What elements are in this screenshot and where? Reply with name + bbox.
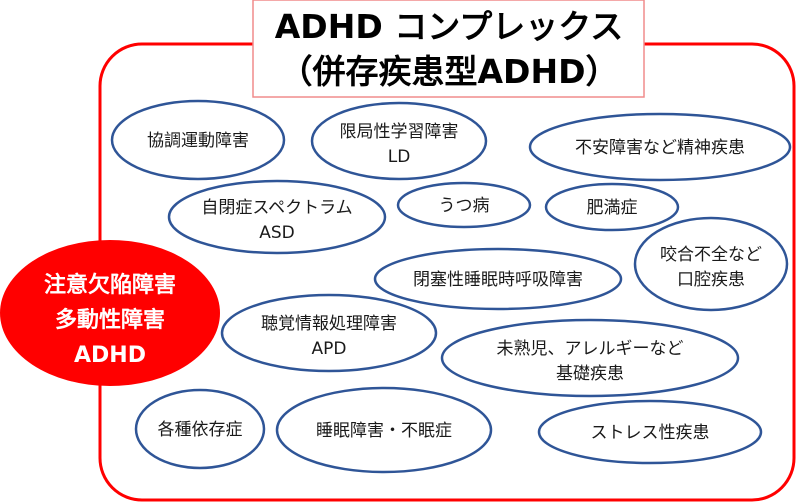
condition-label: 睡眠障害・不眠症: [316, 421, 452, 441]
core-line2: 多動性障害: [55, 307, 165, 333]
condition-label: 協調運動障害: [147, 131, 249, 151]
condition-ellipse: 自閉症スペクトラム ASD: [167, 179, 387, 255]
condition-ellipse: うつ病: [396, 181, 532, 229]
condition-label: うつ病: [439, 196, 490, 216]
condition-label: 聴覚情報処理障害: [261, 314, 397, 334]
condition-ellipse: 聴覚情報処理障害 APD: [220, 293, 438, 373]
ellipse-shape: [167, 179, 387, 255]
ellipse-shape: [110, 99, 286, 181]
condition-sublabel: 基礎疾患: [556, 364, 624, 384]
condition-ellipse: 不安障害など精神疾患: [528, 112, 792, 182]
condition-ellipse: 各種依存症: [134, 388, 266, 470]
condition-label: 限局性学習障害: [340, 122, 459, 142]
condition-ellipse: ストレス性疾患: [537, 399, 763, 465]
condition-ellipse: 睡眠障害・不眠症: [275, 386, 493, 474]
title-box: ADHD コンプレックス （併存疾患型ADHD）: [252, 0, 645, 98]
condition-ellipse: 肥満症: [544, 182, 680, 232]
condition-label: 肥満症: [587, 198, 638, 218]
condition-label: 各種依存症: [158, 420, 243, 440]
condition-label: 不安障害など精神疾患: [575, 138, 745, 158]
ellipse-shape: [537, 399, 763, 465]
condition-sublabel: APD: [312, 339, 347, 359]
adhd-core-circle: 注意欠陥障害 多動性障害 ADHD: [0, 240, 220, 386]
condition-label: 未熟児、アレルギーなど: [497, 338, 684, 359]
condition-label: 自閉症スペクトラム: [201, 198, 352, 218]
ellipse-shape: [220, 293, 438, 373]
condition-ellipse: 限局性学習障害 LD: [310, 101, 488, 181]
title-line1: ADHD コンプレックス: [275, 7, 623, 46]
condition-label: 咬合不全など: [660, 245, 762, 265]
ellipse-shape: [310, 101, 488, 181]
title-line2: （併存疾患型ADHD）: [280, 52, 619, 91]
ellipse-shape: [544, 182, 680, 232]
ellipse-shape: [373, 247, 623, 311]
core-line3: ADHD: [74, 343, 146, 368]
condition-sublabel: ASD: [259, 223, 295, 243]
condition-ellipse: 閉塞性睡眠時呼吸障害: [373, 247, 623, 311]
ellipse-shape: [633, 216, 789, 312]
ellipse-shape: [528, 112, 792, 182]
condition-sublabel: 口腔疾患: [677, 270, 745, 290]
condition-ellipse: 協調運動障害: [110, 99, 286, 181]
condition-sublabel: LD: [388, 147, 411, 167]
condition-label: ストレス性疾患: [591, 423, 710, 443]
ellipse-shape: [440, 318, 740, 398]
condition-label: 閉塞性睡眠時呼吸障害: [413, 270, 583, 290]
ellipse-shape: [396, 181, 532, 229]
ellipse-shape: [275, 386, 493, 474]
ellipse-shape: [134, 388, 266, 470]
core-line1: 注意欠陥障害: [44, 272, 176, 298]
